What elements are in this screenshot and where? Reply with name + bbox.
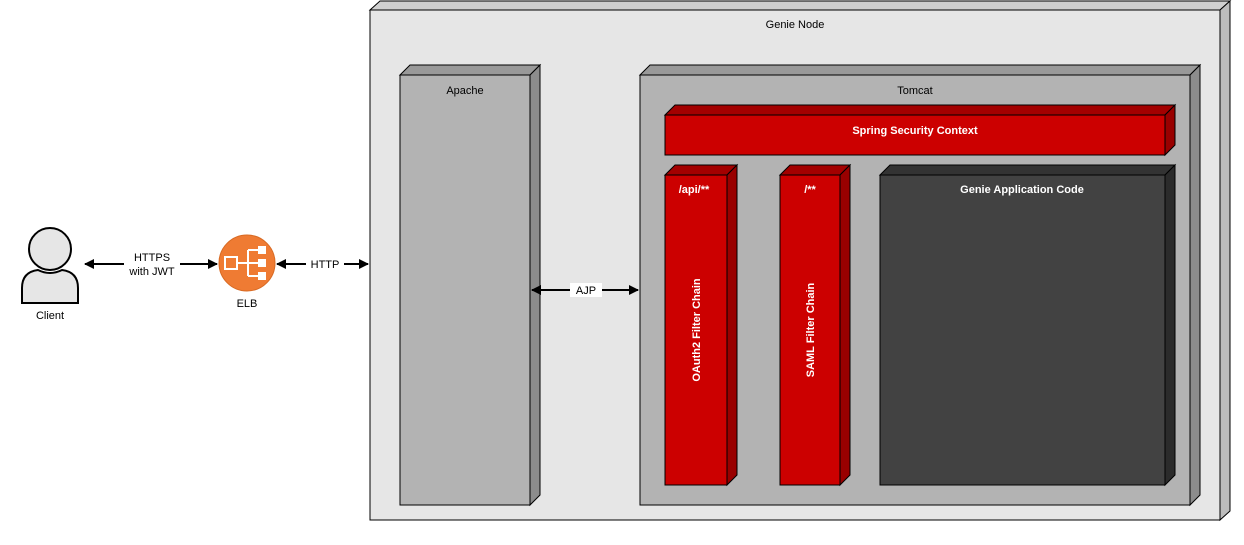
oauth2-chain-label: OAuth2 Filter Chain xyxy=(691,278,703,382)
oauth2-path-label: /api/** xyxy=(679,184,710,196)
genie-node-label: Genie Node xyxy=(766,19,825,31)
saml-chain-label: SAML Filter Chain xyxy=(805,282,817,377)
spring-security-box[interactable]: Spring Security Context xyxy=(663,103,1177,157)
genie-app-code-label: Genie Application Code xyxy=(960,184,1084,196)
saml-path-label: /** xyxy=(804,184,816,196)
apache-label: Apache xyxy=(446,85,483,97)
spring-security-label: Spring Security Context xyxy=(852,125,978,137)
edge-elb-node: HTTP xyxy=(276,257,369,271)
saml-filter-chain-box[interactable]: /** SAML Filter Chain xyxy=(778,163,852,487)
edge-apache-tomcat-label: AJP xyxy=(576,285,596,297)
client-user-icon[interactable]: Client xyxy=(21,227,79,322)
edge-client-elb: HTTPS with JWT xyxy=(84,250,218,278)
apache-box[interactable]: Apache xyxy=(398,63,542,507)
oauth2-filter-chain-box[interactable]: /api/** OAuth2 Filter Chain xyxy=(663,163,739,487)
tomcat-label: Tomcat xyxy=(897,85,932,97)
edge-apache-tomcat: AJP xyxy=(531,283,639,297)
elb-label: ELB xyxy=(237,298,258,310)
edge-client-elb-label-line2: with JWT xyxy=(128,266,175,278)
edge-elb-node-label: HTTP xyxy=(311,259,340,271)
client-label: Client xyxy=(36,310,64,322)
edge-client-elb-label-line1: HTTPS xyxy=(134,252,170,264)
genie-application-code-box[interactable]: Genie Application Code xyxy=(878,163,1177,487)
elb-icon[interactable]: ELB xyxy=(218,234,276,310)
